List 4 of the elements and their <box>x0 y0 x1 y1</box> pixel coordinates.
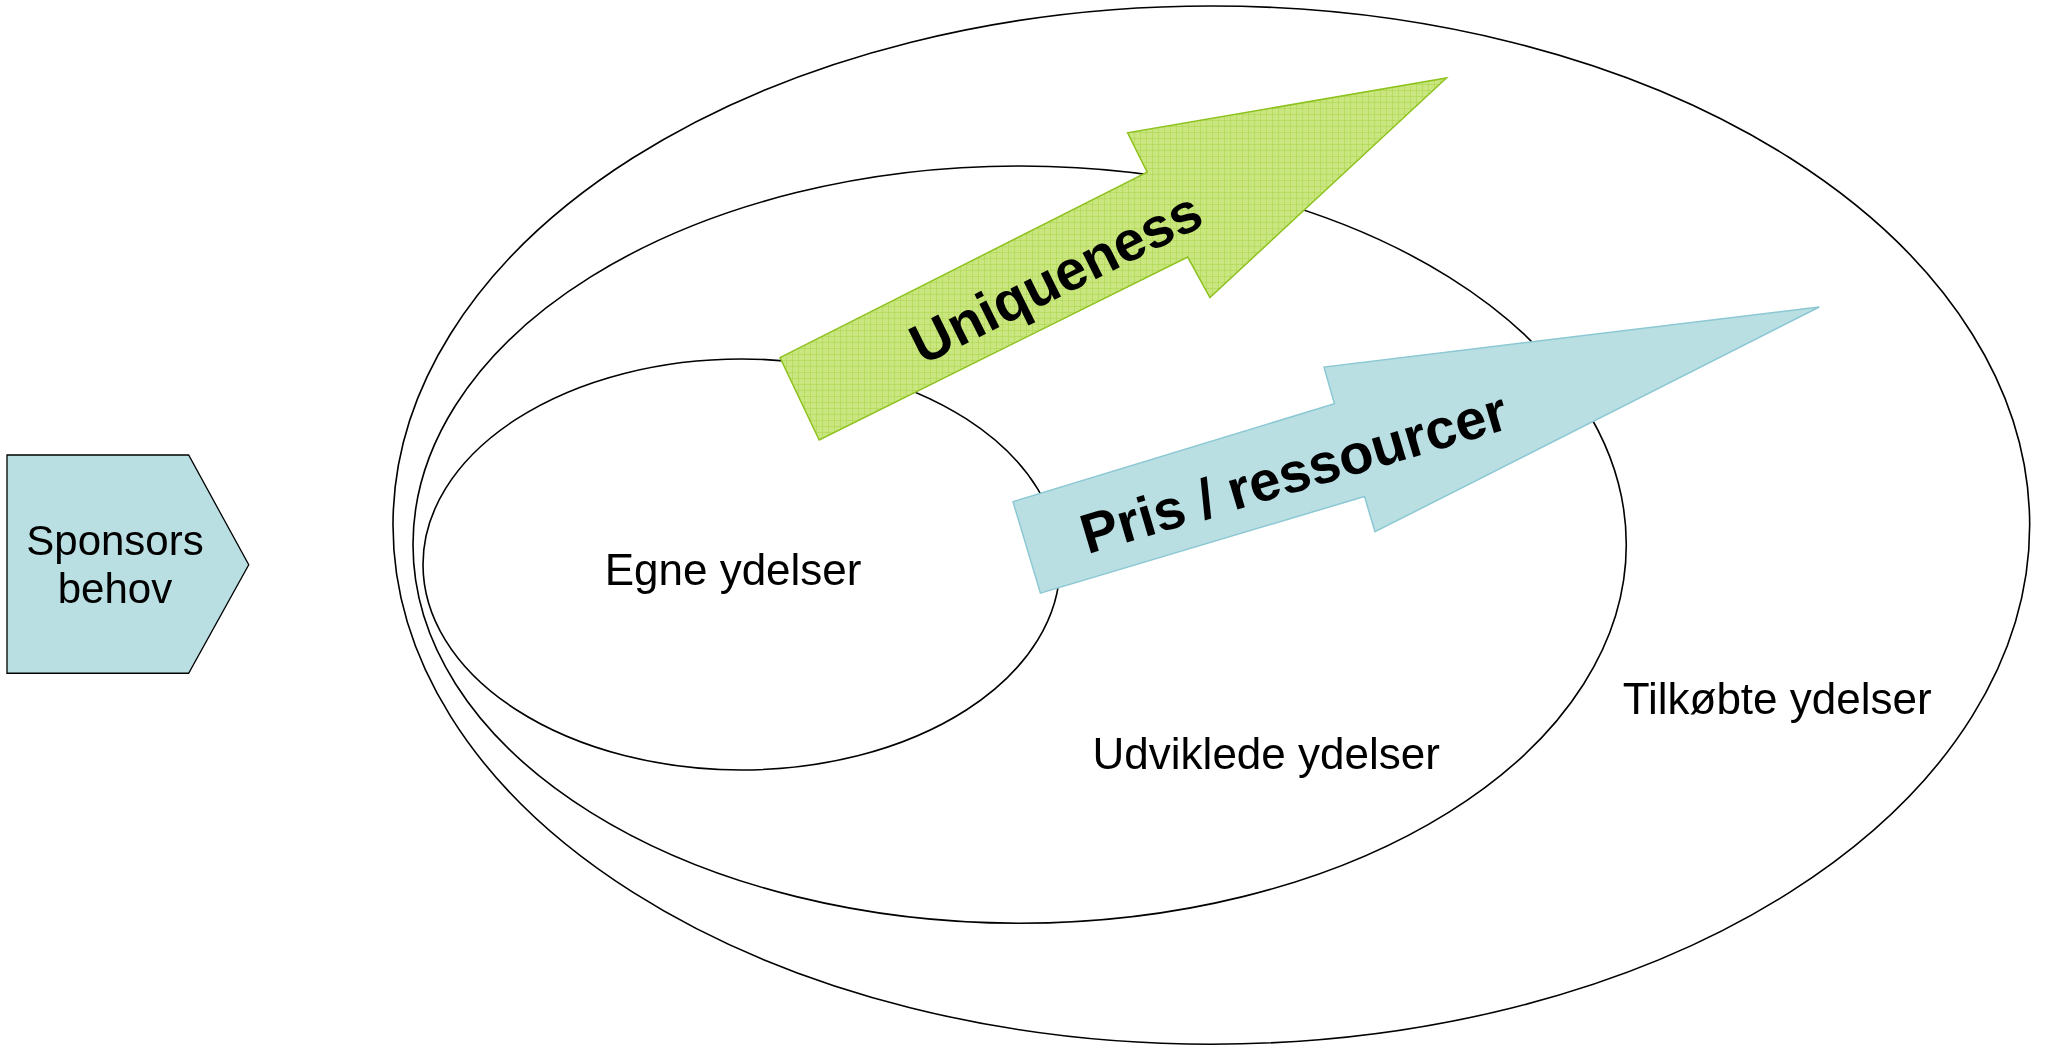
region-label: Sponsors behov <box>25 516 205 613</box>
region-label: Udviklede ydelser <box>1092 728 1440 780</box>
region-label: Tilkøbte ydelser <box>1622 673 1932 725</box>
region-label: Egne ydelser <box>604 544 862 595</box>
